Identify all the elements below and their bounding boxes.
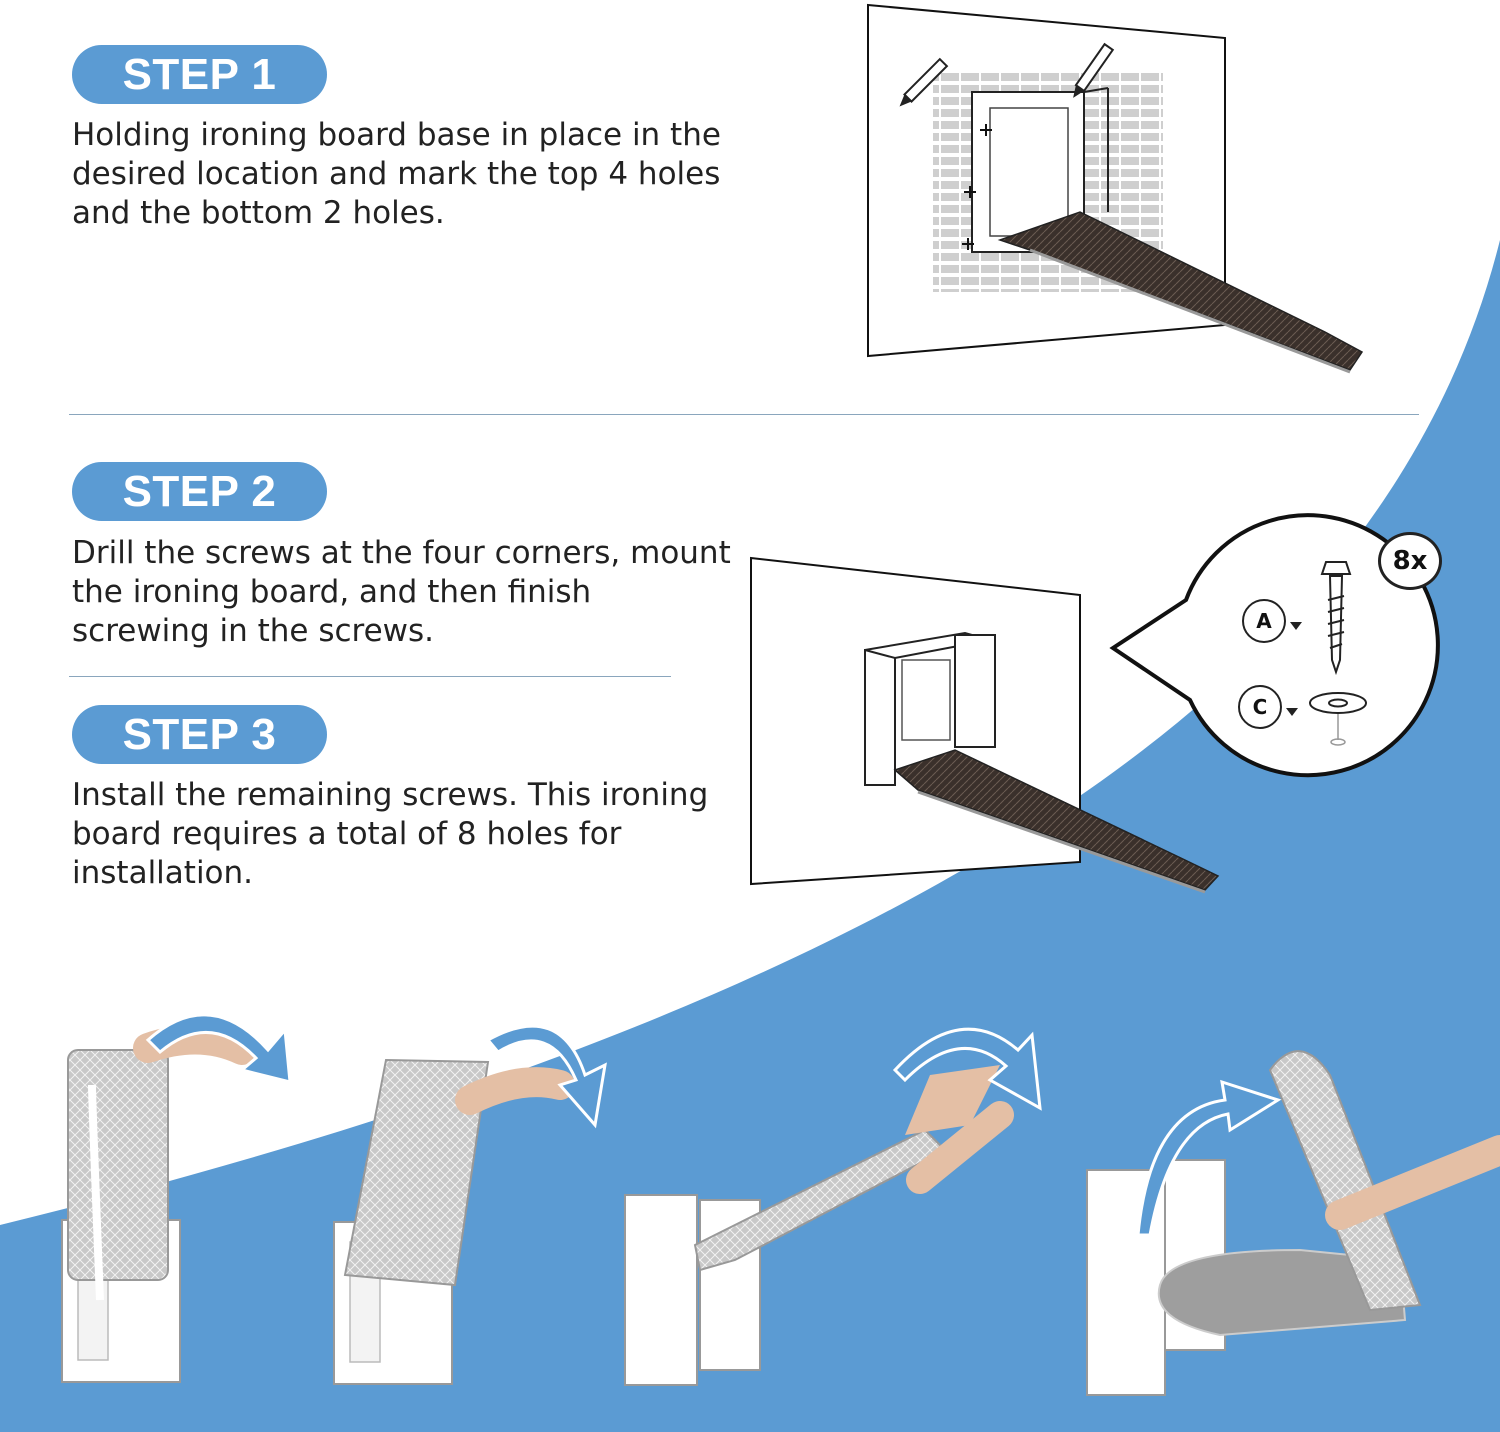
curved-arrow-icon [145,1013,292,1084]
step-2-badge: STEP 2 [72,462,327,521]
unfold-step-c [624,1065,1014,1386]
step-1-text: Holding ironing board base in place in t… [72,117,721,231]
unfold-step-d [1086,1050,1500,1396]
unfold-step-b [333,1058,575,1385]
curved-arrow-icon [485,1024,607,1129]
step-3-text: Install the remaining screws. This ironi… [72,777,709,891]
curved-arrow-icon [892,1027,1042,1111]
curved-arrow-icon [1136,1079,1282,1237]
step-1-badge: STEP 1 [72,45,327,104]
screw-icon [1320,561,1352,676]
divider-top [69,414,1419,415]
screw-count-badge: 8x [1378,532,1442,590]
step-1-wall-diagram [867,3,1364,374]
part-label-a: A [1242,599,1286,643]
step-2-text: Drill the screws at the four corners, mo… [72,535,731,649]
pencil-icon [899,57,949,107]
pencil-icon [1073,42,1115,98]
part-label-c: C [1238,685,1282,729]
hardware-callout [1109,513,1440,778]
unfold-step-a [61,1024,257,1383]
divider-middle [69,676,671,677]
step-3-badge: STEP 3 [72,705,327,764]
washer-icon [1309,692,1367,746]
step-2-wall-diagram [750,556,1220,894]
